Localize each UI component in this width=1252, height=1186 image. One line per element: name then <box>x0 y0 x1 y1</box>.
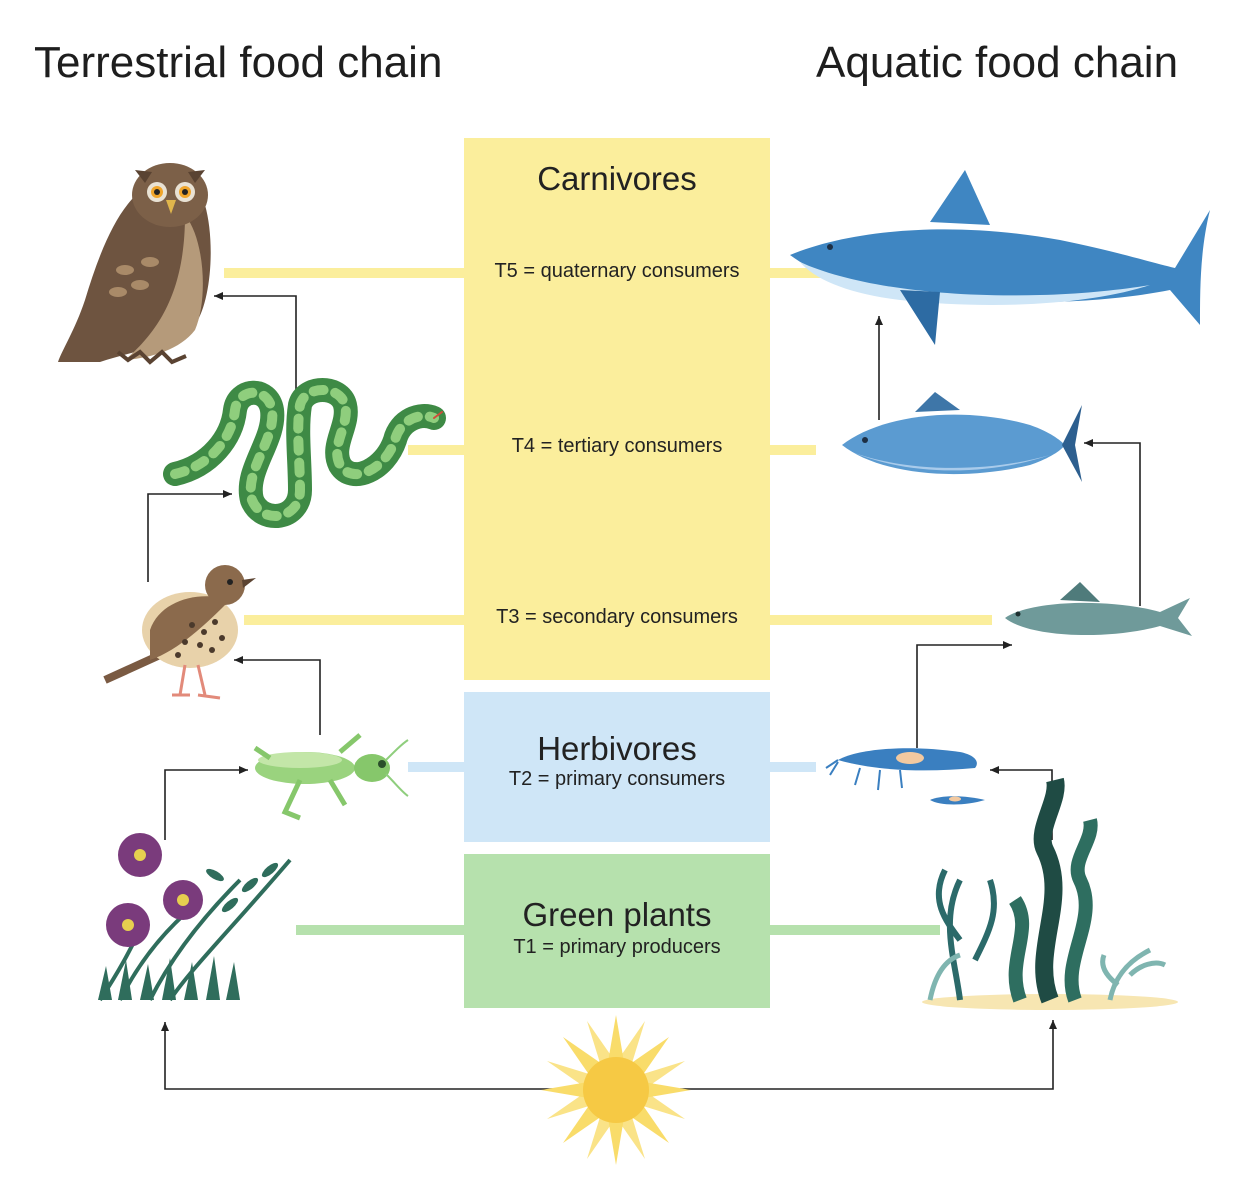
t4-label: T4 = tertiary consumers <box>511 435 723 457</box>
carnivores-band: Carnivores T5 = quaternary consumers T4 … <box>464 138 770 680</box>
arrow-krill-to-small-fish <box>916 641 1012 748</box>
t2-label: T2 = primary consumers <box>508 768 726 790</box>
arrow-snake-to-owl <box>214 292 297 400</box>
grasshopper-icon <box>253 733 409 821</box>
herbivores-band: Herbivores T2 = primary consumers <box>464 692 770 842</box>
aquatic-title: Aquatic food chain <box>816 38 1179 87</box>
herbivores-heading: Herbivores <box>537 730 697 767</box>
small-fish-icon <box>1005 582 1192 636</box>
terrestrial-title: Terrestrial food chain <box>34 38 443 87</box>
thrush-icon <box>103 565 256 700</box>
arrow-sun-to-seaweed <box>680 1020 1057 1090</box>
green-plants-heading: Green plants <box>522 896 712 933</box>
seaweed-icon <box>922 777 1178 1010</box>
green-plants-band: Green plants T1 = primary producers <box>464 854 770 1008</box>
arrow-small-fish-to-tuna <box>1084 439 1141 606</box>
owl-icon <box>58 163 211 365</box>
arrow-grasshopper-to-thrush <box>234 656 321 735</box>
arrow-thrush-to-snake <box>147 490 232 582</box>
t5-label: T5 = quaternary consumers <box>464 260 770 283</box>
sun-icon <box>541 1015 691 1165</box>
flowering-plant-icon <box>98 833 292 1002</box>
carnivores-heading: Carnivores <box>537 160 697 197</box>
tuna-icon <box>842 392 1082 482</box>
snake-icon <box>163 378 446 528</box>
krill-icon <box>825 748 985 805</box>
shark-icon <box>790 170 1210 345</box>
arrow-sun-to-plants <box>161 1022 560 1090</box>
t1-label: T1 = primary producers <box>513 936 721 958</box>
t3-label: T3 = secondary consumers <box>496 606 738 628</box>
arrow-plants-to-grasshopper <box>164 766 248 840</box>
